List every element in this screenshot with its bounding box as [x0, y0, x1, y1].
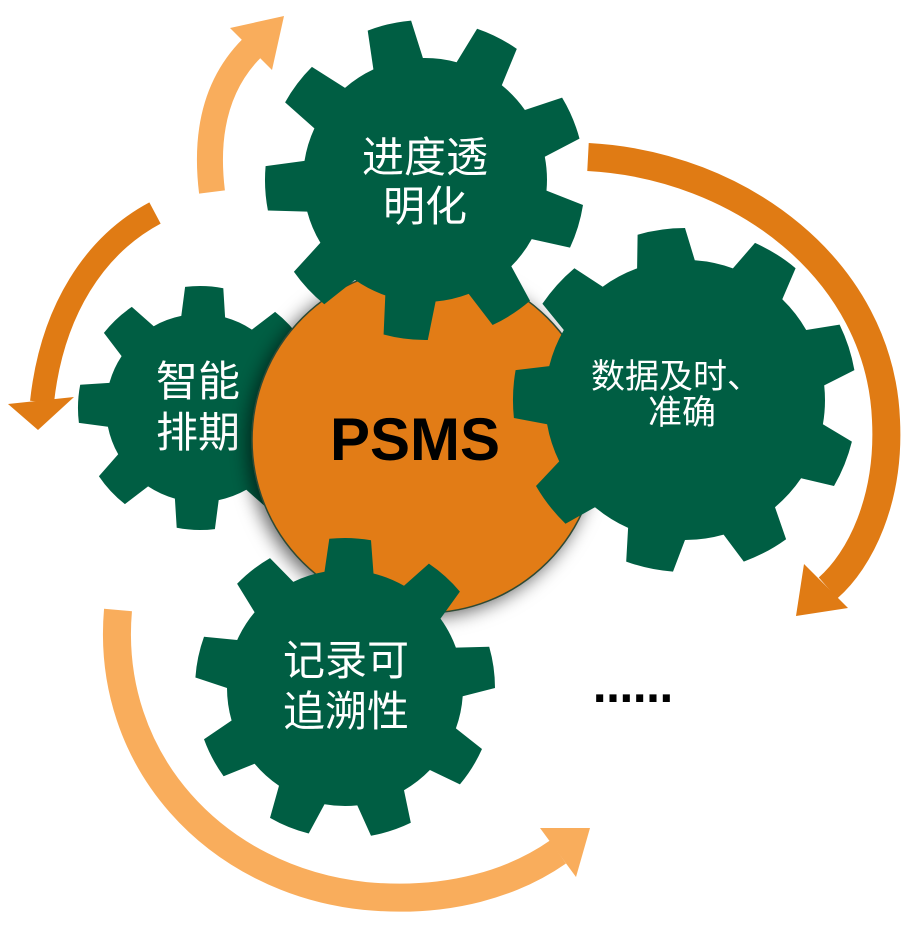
cycle-arrow-right	[587, 143, 901, 616]
arrow-head	[230, 16, 284, 70]
gear-label-line-1: 记录可	[283, 636, 409, 685]
arrow-shaft	[102, 608, 567, 912]
gear-label-line-2: 明化	[383, 182, 467, 231]
gear-label-line-1: 智能	[156, 357, 240, 406]
gear-traceable-records: 记录可 追溯性	[195, 537, 495, 836]
gear-label-line-1: 进度透	[362, 133, 488, 182]
more-ellipsis: ……	[593, 666, 673, 712]
cycle-arrow-left	[8, 202, 161, 430]
arrow-head	[540, 828, 590, 877]
gear-shape	[195, 537, 495, 836]
arrow-shaft	[196, 38, 262, 194]
gear-label-line-2: 排期	[156, 408, 240, 457]
gear-label-line-1: 数据及时、	[591, 357, 761, 397]
gear-shape	[264, 20, 583, 341]
arrow-head	[8, 397, 74, 430]
arrow-head	[796, 564, 848, 616]
gear-label-line-2: 追溯性	[283, 687, 409, 736]
cycle-arrow-bottom	[102, 608, 590, 912]
gear-shape	[512, 228, 855, 572]
gear-timely-accurate-data: 数据及时、 准确	[512, 228, 855, 572]
gear-progress-transparency: 进度透 明化	[264, 20, 583, 341]
core-label: PSMS	[330, 406, 500, 473]
arrow-shaft	[587, 143, 901, 599]
cycle-arrow-top-left	[196, 16, 284, 194]
arrow-shaft	[30, 202, 161, 404]
gear-label-line-2: 准确	[648, 393, 716, 433]
